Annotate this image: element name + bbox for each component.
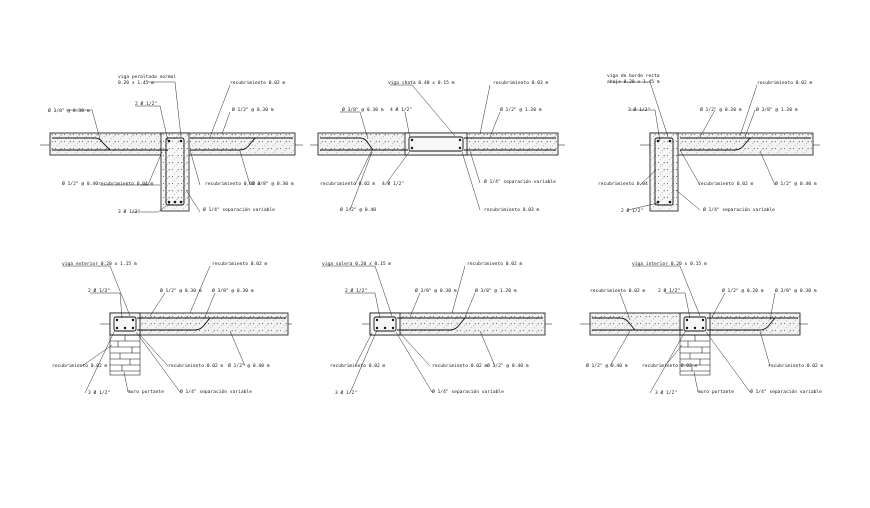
d5-label-9: 3 Ø 1/2" [335,389,357,396]
d6-label-8: recubrimiento 0.02 m [768,363,824,369]
d5-label-8: Ø 1/2" @ 0.40 m [487,362,529,369]
d5-label-1: viga solera 0.20 x 0.15 m [322,261,391,267]
d2-label-10: recubrimiento 0.03 m [484,207,540,213]
d6-wall-hatch [680,335,710,372]
d1-label-1: viga peraltada normal [118,74,176,80]
d3-label-5: Ø 1/2" @ 0.20 m [700,106,742,113]
d1-label-7: Ø 1/2" @ 0.40 [62,180,98,187]
d5-label-4: Ø 3/8" @ 0.30 m [415,287,457,294]
d5-label-7: recubrimiento 0.02 m [432,363,488,369]
d5-label-10: Ø 1/4" separación variable [432,388,504,395]
d6-label-3: 2 Ø 1/2" [658,287,680,294]
d3-label-6: Ø 3/8" @ 1.20 m [756,106,798,113]
d1-label-10: Ø 3/8" @ 0.30 m [252,180,294,187]
d1-label-4: Ø 3/8" @ 0.30 m [48,107,90,114]
d4-label-10: muro portante [128,389,164,395]
d2-label-7: 4 Ø 1/2" [382,180,404,187]
d1-label-2: 0.20 x 1.45 m [118,80,154,86]
d2-label-9: Ø 1/2" @ 0.40 [340,206,376,213]
d4-label-4: Ø 1/2" @ 0.30 m [160,287,202,294]
d5-label-6: recubrimiento 0.02 m [330,363,386,369]
d3-label-8: recubrimiento 0.02 m [698,181,754,187]
d2-label-3: Ø 3/8" @ 0.30 m [342,106,384,113]
d3-label-2: abajo 0.20 x 1.45 m [607,79,660,85]
d2-label-8: Ø 1/4" separación variable [484,178,556,185]
d2-label-6: recubrimiento 0.02 m [320,181,376,187]
d6-label-9: 3 Ø 1/2" [655,389,677,396]
d2-label-5: Ø 1/2" @ 1.20 m [500,106,542,113]
d4-label-8: Ø 1/2" @ 0.40 m [228,362,270,369]
d6-label-5: Ø 3/8" @ 0.30 m [775,287,817,294]
d1-label-5: 2 Ø 1/2" [135,100,157,107]
d5-label-2: recubrimiento 0.02 m [467,261,523,267]
d3-label-4: 2 Ø 1/2" [628,106,650,113]
detail-3: viga de borde recta abajo 0.20 x 1.45 m … [598,73,820,214]
detail-1: viga peraltada normal 0.20 x 1.45 m recu… [40,74,303,215]
d1-label-11: 3 Ø 1/2" [118,208,140,215]
d6-label-1: viga interior 0.20 x 0.15 m [632,261,707,267]
detail-2: viga chata 0.40 x 0.15 m recubrimiento 0… [310,80,565,213]
d2-label-4: 4 Ø 1/2" [390,106,412,113]
d4-label-2: recubrimiento 0.02 m [212,261,268,267]
d4-label-3: 2 Ø 1/2" [88,287,110,294]
d6-label-4: Ø 1/2" @ 0.20 m [722,287,764,294]
d6-label-7: recubrimiento 0.02 m [642,363,698,369]
d4-label-7: recubrimiento 0.02 m [168,363,224,369]
d1-label-12: Ø 1/4" separación variable [203,206,275,213]
d3-label-1: viga de borde recta [607,73,660,79]
d2-label-2: recubrimiento 0.03 m [493,80,549,86]
d6-label-11: Ø 1/4" separación variable [750,388,822,395]
d3-label-7: recubrimiento 0.04 [598,181,648,187]
d5-label-3: 2 Ø 1/2" [345,287,367,294]
d4-label-9: 3 Ø 1/2" [88,389,110,396]
d3-label-3: recubrimiento 0.02 m [757,80,813,86]
d1-label-6: Ø 1/2" @ 0.30 m [232,106,274,113]
d4-label-11: Ø 1/4" separación variable [180,388,252,395]
d6-label-6: Ø 1/2" @ 0.40 m [586,362,628,369]
d5-label-5: Ø 3/8" @ 1.20 m [475,287,517,294]
d4-label-5: Ø 3/8" @ 0.30 m [212,287,254,294]
d3-label-9: Ø 1/2" @ 0.40 m [775,180,817,187]
d6-label-2: recubrimiento 0.02 m [590,288,646,294]
d1-label-8: recubrimiento 0.04 m [98,181,154,187]
d4-label-1: viga exterior 0.20 x 1.15 m [62,261,137,267]
d1-label-3: recubrimiento 0.02 m [230,80,286,86]
d3-label-11: Ø 1/4" separación variable [703,206,775,213]
d4-label-6: recubrimiento 0.02 m [52,363,108,369]
d6-label-10: muro portante [698,389,734,395]
detail-4: viga exterior 0.20 x 1.15 m recubrimient… [52,261,292,396]
d4-wall-hatch [110,335,140,372]
d1-label-9: recubrimiento 0.02 m [205,181,261,187]
d2-label-1: viga chata 0.40 x 0.15 m [388,80,455,86]
d3-label-10: 2 Ø 1/2" [621,207,643,214]
detail-5: viga solera 0.20 x 0.15 m recubrimiento … [322,261,552,396]
detail-6: viga interior 0.20 x 0.15 m recubrimient… [580,261,824,396]
